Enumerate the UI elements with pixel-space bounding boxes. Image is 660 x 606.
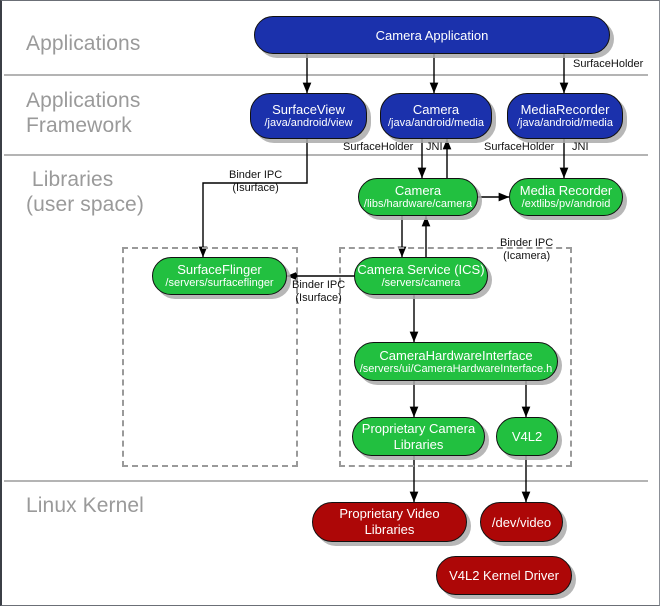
surfaceflinger-group xyxy=(122,247,298,467)
node-proprietary-video-libraries[interactable]: Proprietary Video Libraries xyxy=(312,502,467,542)
node-mediarecorder-java[interactable]: MediaRecorder /java/android/media xyxy=(507,93,623,139)
node-proprietary-camera-libraries[interactable]: Proprietary Camera Libraries xyxy=(352,417,485,456)
node-subtitle: /servers/surfaceflinger xyxy=(165,277,274,289)
edge-label-surfaceholder-camera: SurfaceHolder xyxy=(343,141,414,153)
node-camera-hardware-interface[interactable]: CameraHardwareInterface /servers/ui/Came… xyxy=(354,342,558,381)
edge-label-surfaceholder-mediarecorder: SurfaceHolder xyxy=(484,141,555,153)
layer-label-applications-framework: Applications Framework xyxy=(26,89,141,137)
camera-service-group xyxy=(339,247,572,467)
node-title: SurfaceView xyxy=(272,102,345,117)
node-subtitle: /java/android/view xyxy=(264,117,353,129)
node-camera-service[interactable]: Camera Service (ICS) /servers/camera xyxy=(354,257,488,295)
node-subtitle: /extlibs/pv/android xyxy=(521,198,611,210)
node-title: SurfaceFlinger xyxy=(177,262,262,277)
node-subtitle: /libs/hardware/camera xyxy=(363,198,473,210)
node-title: Camera Application xyxy=(375,27,489,43)
layer-label-linux-kernel: Linux Kernel xyxy=(26,494,144,517)
node-dev-video[interactable]: /dev/video xyxy=(480,502,563,542)
node-camera-lib[interactable]: Camera /libs/hardware/camera xyxy=(358,178,478,216)
edge-label-binder-ipc-isurface-mid: Binder IPC (Isurface) xyxy=(292,279,346,304)
node-title: Proprietary Camera Libraries xyxy=(361,420,476,452)
node-subtitle: /java/android/media xyxy=(516,117,613,129)
node-camera-application[interactable]: Camera Application xyxy=(254,16,610,54)
node-title: V4L2 xyxy=(511,429,543,444)
node-title: CameraHardwareInterface xyxy=(379,347,533,363)
node-title: Camera Service (ICS) xyxy=(357,262,485,277)
edge-label-jni-mediarecorder: JNI xyxy=(572,141,589,153)
layer-label-applications: Applications xyxy=(26,32,141,55)
node-surfaceview[interactable]: SurfaceView /java/android/view xyxy=(250,93,367,139)
node-subtitle: /servers/camera xyxy=(381,277,461,289)
node-title: Proprietary Video Libraries xyxy=(339,506,440,537)
layer-dividers xyxy=(4,74,648,482)
node-title: Camera xyxy=(394,183,442,198)
edge-label-jni-camera: JNI xyxy=(426,141,443,153)
node-subtitle: /servers/ui/CameraHardwareInterface.h xyxy=(359,362,553,375)
edge-label-binder-ipc-icamera: Binder IPC (Icamera) xyxy=(500,237,554,262)
node-title: V4L2 Kernel Driver xyxy=(449,568,559,583)
edge-label-binder-ipc-isurface-top: Binder IPC (Isurface) xyxy=(229,169,283,194)
node-subtitle: /java/android/media xyxy=(387,117,484,129)
node-camera-java[interactable]: Camera /java/android/media xyxy=(380,93,492,139)
node-title: MediaRecorder xyxy=(520,102,610,117)
edge-label-surfaceholder-app-mediarecorder: SurfaceHolder xyxy=(573,58,644,70)
edge-surfaceflinger-binder-isurface xyxy=(198,128,312,258)
node-title: Media Recorder xyxy=(519,183,613,198)
node-v4l2[interactable]: V4L2 xyxy=(496,417,558,456)
node-media-recorder-lib[interactable]: Media Recorder /extlibs/pv/android xyxy=(509,178,623,216)
node-v4l2-kernel-driver[interactable]: V4L2 Kernel Driver xyxy=(436,556,572,595)
layer-label-libraries: Libraries (user space) xyxy=(26,168,144,216)
node-surfaceflinger[interactable]: SurfaceFlinger /servers/surfaceflinger xyxy=(152,257,287,295)
node-title: /dev/video xyxy=(491,514,552,530)
node-title: Camera xyxy=(412,102,460,117)
